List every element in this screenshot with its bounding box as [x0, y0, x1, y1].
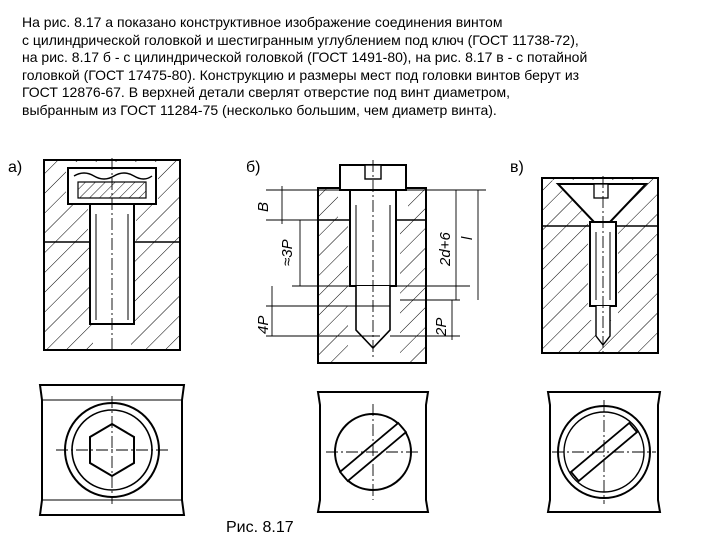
text-line-4: головкой (ГОСТ 17475-80). Конструкцию и … — [22, 66, 580, 83]
text-line-5: ГОСТ 12876-67. В верхней детали сверлят … — [22, 84, 510, 101]
dim-3p: ≈3P — [279, 239, 296, 266]
dim-l: l — [459, 236, 476, 240]
view-label-a: а) — [8, 159, 22, 176]
view-label-v: в) — [510, 159, 524, 176]
dim-b: B — [255, 202, 272, 212]
dim-4p: 4P — [255, 316, 272, 334]
figure-caption: Рис. 8.17 — [226, 519, 294, 536]
view-a-section — [43, 158, 181, 352]
view-b-top — [316, 391, 430, 513]
view-v-top — [546, 391, 662, 513]
dim-2p: 2P — [433, 318, 450, 337]
dim-2d6: 2d+6 — [437, 232, 454, 267]
view-a-top — [38, 384, 186, 516]
text-line-6: выбранным из ГОСТ 11284-75 (несколько бо… — [22, 101, 497, 118]
description-text: На рис. 8.17 а показано конструктивное и… — [22, 14, 712, 120]
view-label-b: б) — [246, 159, 261, 176]
text-line-3: на рис. 8.17 б - с цилиндрической головк… — [22, 49, 588, 66]
view-b-section — [266, 160, 486, 365]
view-v-section — [541, 176, 659, 356]
text-line-2: с цилиндрической головкой и шестигранным… — [22, 31, 579, 48]
text-line-1: На рис. 8.17 а показано конструктивное и… — [22, 14, 503, 30]
